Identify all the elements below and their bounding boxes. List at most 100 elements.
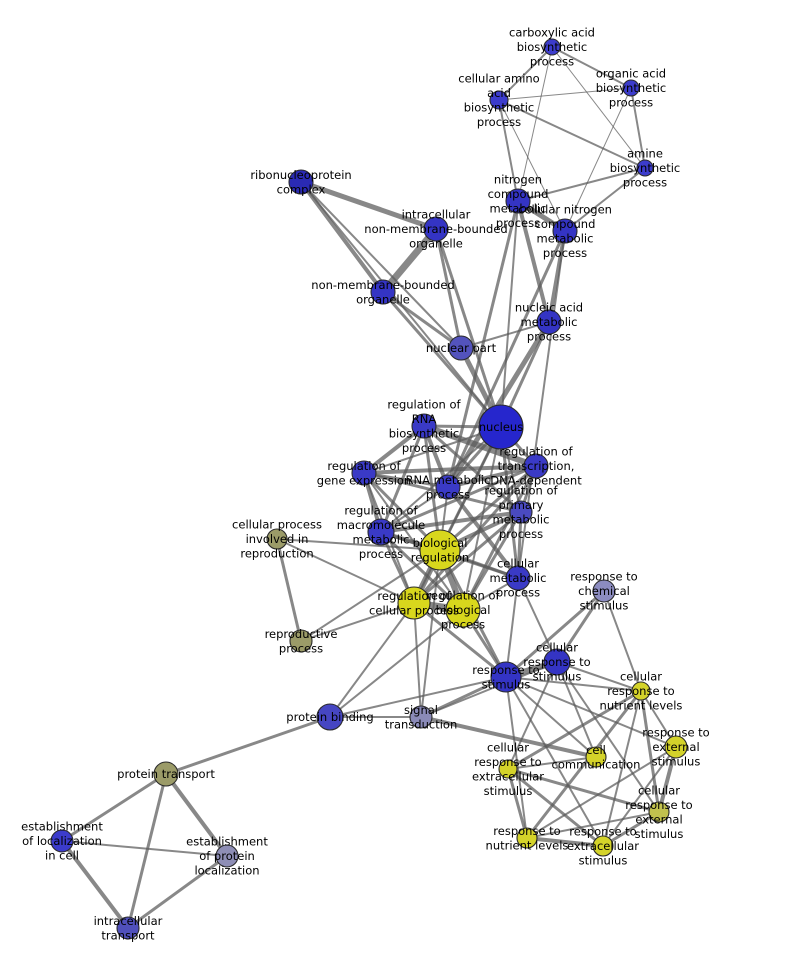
edge-organic-acid-biosynthetic-process--cellular-nitrogen-compound-metabolic-process <box>564 87 632 232</box>
node-label-nuclear-part: nuclear part <box>426 341 497 355</box>
edge-establishment-of-localization-in-cell--establishment-of-protein-localization <box>61 840 228 857</box>
edge-ribonucleoprotein-complex--intracellular-non-membrane-bounded-organelle <box>298 179 439 232</box>
node-nuclear-part[interactable] <box>448 335 474 361</box>
edge-regulation-of-transcription-dna-dependent--biological-regulation <box>438 464 538 552</box>
edge-carboxylic-acid-biosynthetic-process--cellular-amino-acid-biosynthetic-process <box>498 46 553 101</box>
node-non-membrane-bounded-organelle[interactable] <box>370 279 396 305</box>
edge-response-to-stimulus--response-to-chemical-stimulus <box>504 589 606 679</box>
node-response-to-chemical-stimulus[interactable] <box>592 579 616 603</box>
edge-cellular-response-to-extracellular-stimulus--response-to-nutrient-levels <box>506 767 529 840</box>
edge-protein-binding--response-to-stimulus <box>329 676 507 718</box>
edge-cell-communication--signal-transduction <box>419 715 598 759</box>
edge-cellular-process-involved-in-reproduction--biological-regulation <box>276 538 441 551</box>
edge-regulation-of-macromolecule-metabolic-process--regulation-of-biological-process <box>379 530 465 612</box>
edge-regulation-of-rna-biosynthetic-process--regulation-of-transcription-dna-dependent <box>421 423 539 469</box>
node-regulation-of-biological-process[interactable] <box>445 592 481 628</box>
node-ribonucleoprotein-complex[interactable] <box>288 169 314 195</box>
edge-response-to-stimulus--cell-communication <box>505 676 597 758</box>
node-biological-regulation[interactable] <box>419 529 461 571</box>
node-nucleic-acid-metabolic-process[interactable] <box>536 309 562 335</box>
edge-cellular-response-to-stimulus--cellular-response-to-extracellular-stimulus <box>507 661 558 770</box>
node-protein-transport[interactable] <box>153 761 179 787</box>
node-regulation-of-macromolecule-metabolic-process[interactable] <box>367 518 395 546</box>
node-label-protein-binding: protein binding <box>286 710 373 724</box>
node-cellular-response-to-nutrient-levels[interactable] <box>631 681 651 701</box>
node-cell-communication[interactable] <box>585 746 607 768</box>
node-regulation-of-cellular-process[interactable] <box>397 586 431 620</box>
node-establishment-of-localization-in-cell[interactable] <box>50 829 74 853</box>
edge-regulation-of-cellular-process--response-to-stimulus <box>412 601 508 679</box>
edge-non-membrane-bounded-organelle--nuclear-part <box>381 290 463 350</box>
node-establishment-of-protein-localization[interactable] <box>215 844 239 868</box>
edge-regulation-of-transcription-dna-dependent--regulation-of-biological-process <box>461 464 538 612</box>
node-cellular-nitrogen-compound-metabolic-process[interactable] <box>552 218 578 244</box>
node-intracellular-transport[interactable] <box>116 916 140 940</box>
edge-biological-regulation--signal-transduction <box>420 549 441 718</box>
node-organic-acid-biosynthetic-process[interactable] <box>622 79 640 97</box>
node-regulation-of-rna-biosynthetic-process[interactable] <box>411 413 437 439</box>
edge-establishment-of-protein-localization--intracellular-transport <box>126 854 229 930</box>
edge-regulation-of-transcription-dna-dependent--regulation-of-gene-expression <box>362 464 538 475</box>
edge-response-to-external-stimulus--response-to-extracellular-stimulus <box>602 746 677 847</box>
edge-protein-binding--protein-transport <box>164 715 332 776</box>
edge-response-to-nutrient-levels--cellular-response-to-external-stimulus <box>526 811 660 839</box>
node-regulation-of-gene-expression[interactable] <box>351 460 377 486</box>
node-cellular-metabolic-process[interactable] <box>505 565 531 591</box>
node-cellular-process-involved-in-reproduction[interactable] <box>266 528 288 550</box>
edge-carboxylic-acid-biosynthetic-process--organic-acid-biosynthetic-process <box>551 46 632 89</box>
node-cellular-response-to-stimulus[interactable] <box>543 648 571 676</box>
node-response-to-extracellular-stimulus[interactable] <box>592 835 614 857</box>
edge-cellular-amino-acid-biosynthetic-process--nitrogen-compound-metabolic-process <box>498 99 519 202</box>
node-cellular-amino-acid-biosynthetic-process[interactable] <box>489 90 509 110</box>
node-regulation-of-primary-metabolic-process[interactable] <box>509 500 533 524</box>
edge-response-to-stimulus--response-to-extracellular-stimulus <box>505 676 604 847</box>
node-regulation-of-transcription-dna-dependent[interactable] <box>523 453 549 479</box>
node-cellular-response-to-extracellular-stimulus[interactable] <box>498 759 518 779</box>
edge-cellular-response-to-stimulus--cellular-response-to-nutrient-levels <box>556 661 642 692</box>
edge-ribonucleoprotein-complex--non-membrane-bounded-organelle <box>299 180 385 294</box>
node-signal-transduction[interactable] <box>409 705 433 729</box>
edge-response-to-external-stimulus--response-to-nutrient-levels <box>526 746 677 839</box>
edge-organic-acid-biosynthetic-process--amine-biosynthetic-process <box>630 87 646 169</box>
node-protein-binding[interactable] <box>316 703 344 731</box>
edge-organic-acid-biosynthetic-process--cellular-amino-acid-biosynthetic-process <box>498 87 632 101</box>
edge-cellular-response-to-stimulus--cellular-response-to-external-stimulus <box>556 661 660 813</box>
edge-cellular-amino-acid-biosynthetic-process--amine-biosynthetic-process <box>498 99 646 169</box>
node-response-to-external-stimulus[interactable] <box>664 735 688 759</box>
edge-protein-transport--establishment-of-localization-in-cell <box>60 772 168 843</box>
node-response-to-stimulus[interactable] <box>490 661 522 693</box>
node-nitrogen-compound-metabolic-process[interactable] <box>505 188 531 214</box>
edge-amine-biosynthetic-process--nitrogen-compound-metabolic-process <box>517 167 646 202</box>
node-intracellular-non-membrane-bounded-organelle[interactable] <box>423 216 449 242</box>
edge-protein-binding--regulation-of-biological-process <box>329 609 464 718</box>
edge-intracellular-non-membrane-bounded-organelle--nuclear-part <box>434 227 463 350</box>
node-nucleus[interactable] <box>478 404 524 450</box>
nodes-layer <box>50 38 688 940</box>
node-reproductive-process[interactable] <box>289 629 313 653</box>
node-amine-biosynthetic-process[interactable] <box>636 159 654 177</box>
edge-cellular-response-to-extracellular-stimulus--response-to-extracellular-stimulus <box>506 767 605 848</box>
node-carboxylic-acid-biosynthetic-process[interactable] <box>543 38 561 56</box>
edge-cellular-response-to-nutrient-levels--response-to-nutrient-levels <box>525 689 643 840</box>
node-rna-metabolic-process[interactable] <box>435 474 461 500</box>
node-response-to-nutrient-levels[interactable] <box>516 827 538 849</box>
node-cellular-response-to-external-stimulus[interactable] <box>648 801 670 823</box>
